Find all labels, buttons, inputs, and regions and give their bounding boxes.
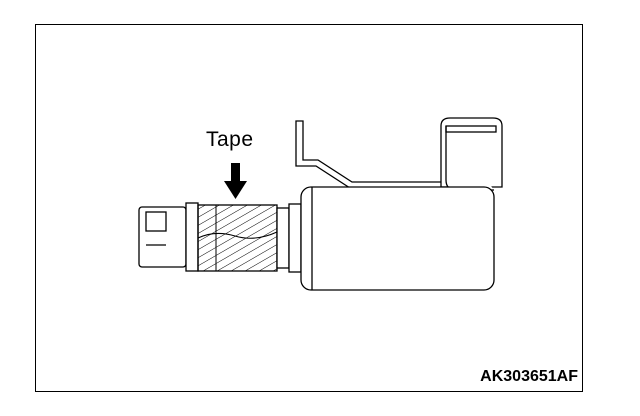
figure-code: AK303651AF (480, 368, 578, 385)
mounting-bracket (295, 120, 447, 189)
solenoid-body (300, 186, 495, 291)
valve-end-cap (138, 206, 187, 268)
valve-neck (276, 203, 302, 273)
figure-frame (35, 24, 583, 392)
taped-thread-section (185, 202, 278, 272)
down-arrow-icon (224, 163, 247, 199)
tape-callout-label: Tape (206, 128, 254, 151)
connector-housing (440, 117, 503, 191)
